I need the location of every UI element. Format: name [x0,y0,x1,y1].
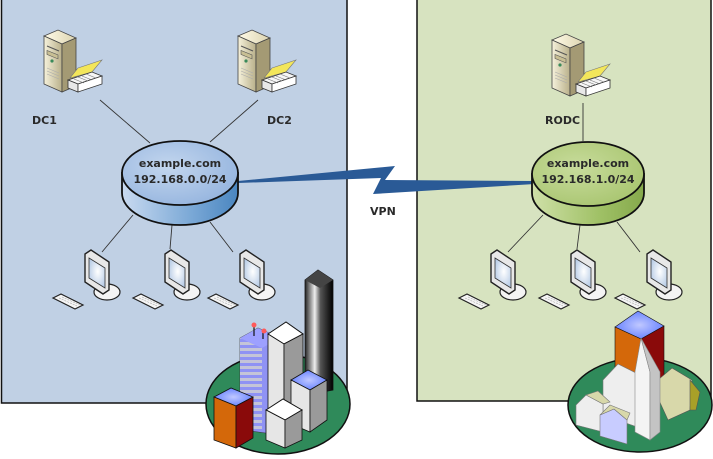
main-site-links [99,99,259,253]
router-subnet: 192.168.0.0/24 [133,173,226,186]
router-subnet: 192.168.1.0/24 [541,173,634,186]
vpn-link[interactable] [238,166,536,194]
router-domain: example.com [139,157,221,170]
server-label-dc1: DC1 [32,114,57,127]
vpn-label: VPN [370,205,396,218]
city-buildings-icon [205,269,351,455]
server-label-dc2: DC2 [267,114,292,127]
server-label-rodc: RODC [545,114,580,127]
router-branch[interactable]: example.com 192.168.1.0/24 [531,141,645,226]
branch-site-links [507,103,641,253]
router-main[interactable]: example.com 192.168.0.0/24 [121,140,239,226]
village-church-icon [567,310,713,453]
router-domain: example.com [547,157,629,170]
